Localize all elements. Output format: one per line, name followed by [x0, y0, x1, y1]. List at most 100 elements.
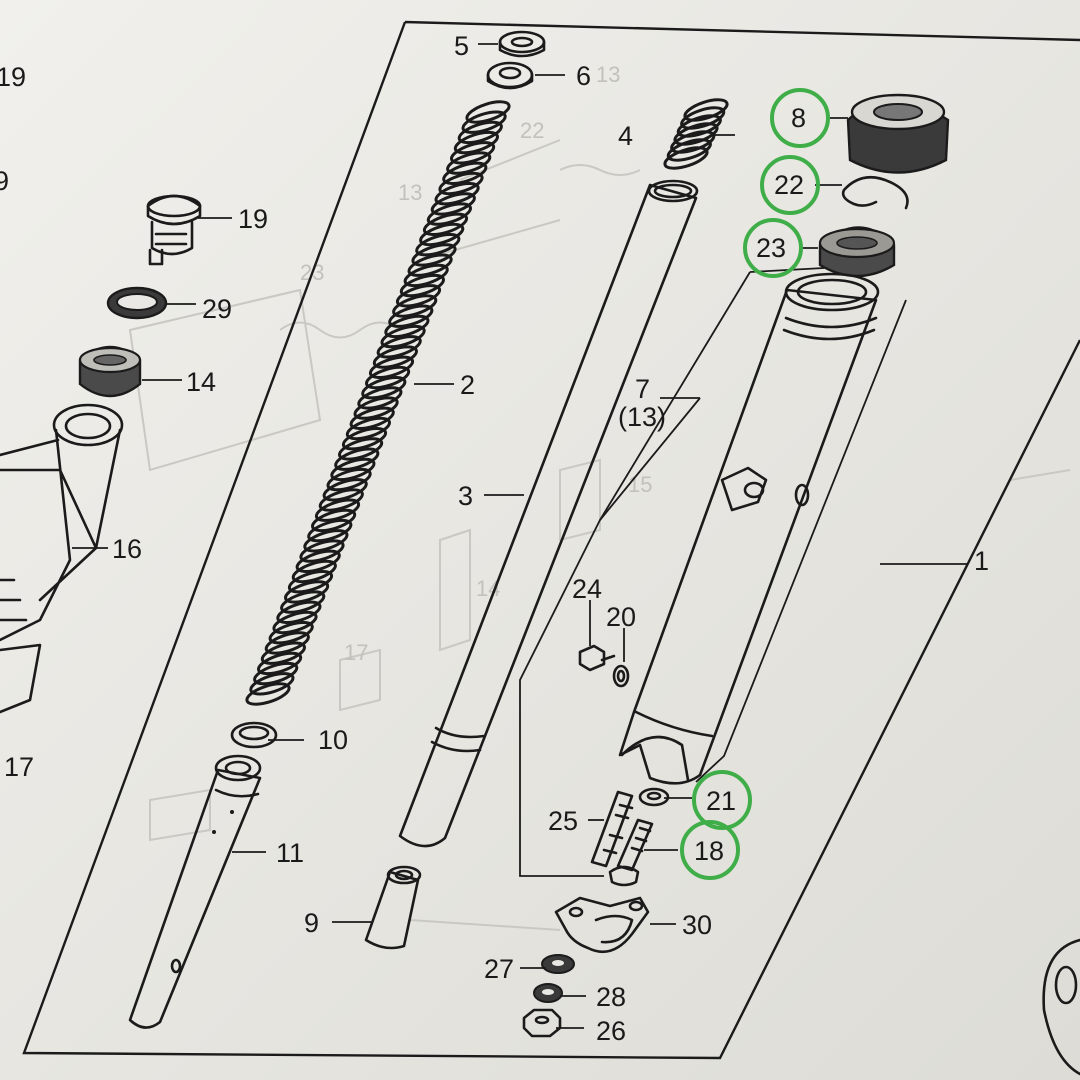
spring-coil: [430, 192, 476, 216]
spring-coil: [442, 161, 488, 186]
part-21-washer: [638, 787, 670, 807]
highlight-part-23: [743, 218, 803, 278]
spring-coil: [353, 396, 399, 420]
part-16-fork-bridge: [0, 403, 124, 714]
part-1-fork-slider: [618, 272, 880, 785]
callout-18: 18: [694, 836, 724, 866]
spring-coil: [245, 682, 291, 706]
spring-coil: [411, 243, 457, 267]
part-5-nut: [498, 30, 546, 58]
spring-coil: [264, 631, 310, 655]
spring-coil: [372, 345, 418, 369]
part-18-bolt: [608, 818, 654, 887]
highlight-part-18: [680, 820, 740, 880]
callout-30: 30: [682, 910, 712, 940]
spring-coil: [253, 661, 299, 686]
spring-coil: [326, 467, 372, 492]
spring-coil: [392, 294, 438, 318]
callout-25: 25: [548, 806, 578, 836]
svg-text:13: 13: [596, 62, 620, 87]
spring-coil: [453, 130, 499, 155]
part-14-seal: [78, 345, 142, 398]
background-ghost-drawing: 13 22 13 23 15 14 17: [128, 62, 1071, 931]
spring-coil: [295, 549, 341, 574]
callout-14: 14: [186, 367, 216, 397]
spring-coil: [268, 620, 314, 645]
spring-coil: [272, 610, 318, 635]
spring-coil: [368, 355, 415, 380]
part-8-dust-seal: [846, 93, 950, 174]
callout-27: 27: [484, 954, 514, 984]
part-30-axle-holder: [554, 896, 650, 953]
spring-coil: [322, 478, 368, 502]
callout-1: 1: [974, 546, 989, 576]
spring-coil: [384, 314, 430, 339]
callout-9: 9: [304, 908, 319, 938]
part-6-washer: [486, 61, 534, 90]
callout-10: 10: [318, 725, 348, 755]
spring-coil: [399, 273, 445, 298]
part-19-bolt: [146, 194, 202, 266]
spring-coil: [376, 335, 422, 359]
spring-coil: [280, 590, 326, 614]
spring-coil: [450, 141, 496, 165]
callout-20: 20: [606, 602, 636, 632]
spring-coil: [461, 110, 507, 134]
spring-coil: [357, 386, 403, 410]
part-25-stud: [590, 790, 634, 868]
callout-labels: 19 9 17 5 6 4 8 22 23 19 29 14 2 7 (13) …: [0, 31, 989, 1046]
spring-coil: [307, 518, 353, 543]
part-9-bush: [364, 865, 422, 950]
spring-coil: [349, 406, 395, 431]
callout-7: 7: [635, 374, 650, 404]
part-29-washer: [106, 286, 168, 320]
spring-coil: [311, 508, 357, 533]
callout-16: 16: [112, 534, 142, 564]
spring-coil: [276, 600, 322, 625]
callout-6: 6: [576, 61, 591, 91]
edge-label-17: 17: [4, 752, 34, 782]
svg-text:15: 15: [628, 472, 652, 497]
spring-coil: [260, 641, 306, 665]
spring-coil: [249, 672, 295, 696]
spring-coil: [388, 304, 434, 328]
spring-coil: [303, 529, 349, 553]
callout-8: 8: [791, 103, 806, 133]
spring-coil: [299, 539, 345, 563]
spring-coil: [287, 569, 334, 594]
spring-coil: [422, 212, 469, 237]
callout-26: 26: [596, 1016, 626, 1046]
highlight-part-22: [760, 155, 820, 215]
spring-coil: [438, 171, 484, 196]
spring-coil: [407, 253, 453, 277]
spring-coil: [446, 151, 492, 175]
svg-text:13: 13: [398, 180, 422, 205]
callout-2: 2: [460, 370, 475, 400]
callout-4: 4: [618, 121, 633, 151]
part-23-oil-seal: [818, 226, 896, 278]
part-24-bolt: [578, 644, 616, 672]
part-22-clip: [841, 176, 909, 210]
leader-lines: [72, 43, 968, 1029]
spring-coil: [341, 426, 388, 451]
callout-21: 21: [706, 786, 736, 816]
spring-coil: [361, 375, 407, 400]
partial-part-bottom-right: [1042, 938, 1080, 1076]
part-20-washer: [612, 664, 630, 688]
callout-24: 24: [572, 574, 602, 604]
svg-text:22: 22: [520, 118, 544, 143]
spring-coil: [338, 437, 384, 461]
spring-coil: [334, 447, 380, 471]
part-28-spring-washer: [533, 983, 563, 1003]
spring-coil: [257, 651, 303, 676]
callout-23: 23: [756, 233, 786, 263]
highlight-part-8: [770, 88, 830, 148]
edge-label-19: 19: [0, 62, 26, 92]
svg-text:17: 17: [344, 640, 368, 665]
highlight-circles: [680, 88, 830, 880]
callout-13: (13): [618, 402, 666, 432]
part-11-damper-rod: [128, 754, 262, 1029]
part-3-fork-tube: [398, 179, 699, 848]
